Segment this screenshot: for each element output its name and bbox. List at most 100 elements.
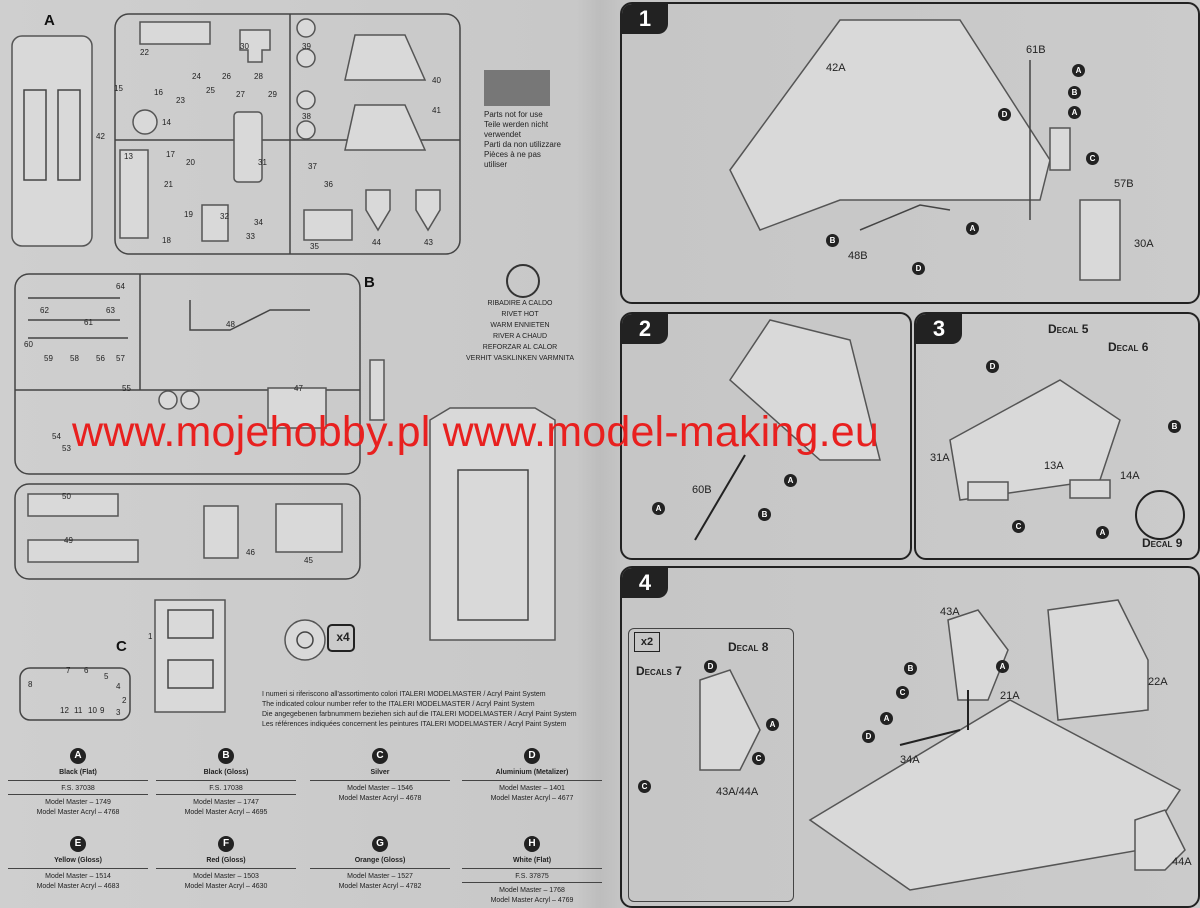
part-number: 64 — [116, 282, 125, 291]
part-number: 21 — [164, 180, 173, 189]
part-number: 48 — [226, 320, 235, 329]
part-number: 9 — [100, 706, 105, 715]
part-number: 7 — [66, 666, 71, 675]
step1-part: 57B — [1114, 178, 1134, 190]
paint-b: B Black (Gloss) F.S. 17038 Model Master … — [156, 748, 296, 818]
part-number: 14 — [162, 118, 171, 127]
part-number: 53 — [62, 444, 71, 453]
part-number: 50 — [62, 492, 71, 501]
step2-part: 60B — [692, 484, 712, 496]
paint-h: H White (Flat) F.S. 37875 Model Master –… — [462, 836, 602, 906]
part-number: 45 — [304, 556, 313, 565]
part-number: 58 — [70, 354, 79, 363]
callout: A — [880, 712, 893, 725]
part-number: 15 — [114, 84, 123, 93]
decal-9-label: Decal 9 — [1142, 536, 1183, 550]
decal-5-label: Decal 5 — [1048, 322, 1089, 336]
callout: A — [1096, 526, 1109, 539]
callout: A — [652, 502, 665, 515]
part-number: 4 — [116, 682, 121, 691]
not-for-use-swatch — [484, 70, 550, 106]
part-number: 3 — [116, 708, 121, 717]
part-number: 61 — [84, 318, 93, 327]
callout: B — [758, 508, 771, 521]
step-2-number: 2 — [622, 314, 668, 344]
callout: B — [1068, 86, 1081, 99]
callout: A — [966, 222, 979, 235]
paint-a: A Black (Flat) F.S. 37038 Model Master –… — [8, 748, 148, 818]
part-number: 43 — [424, 238, 433, 247]
sprue-letter-a: A — [44, 12, 55, 29]
step1-part: 42A — [826, 62, 846, 74]
callout: A — [1072, 64, 1085, 77]
callout: D — [998, 108, 1011, 121]
step4-part: 22A — [1148, 676, 1168, 688]
callout: C — [896, 686, 909, 699]
step3-part: 13A — [1044, 460, 1064, 472]
step-2-box: 2 — [620, 312, 912, 560]
part-number: 10 — [88, 706, 97, 715]
watermark-text: www.mojehobby.pl www.model-making.eu — [72, 408, 880, 456]
part-number: 30 — [240, 42, 249, 51]
sprue-letter-b: B — [364, 274, 375, 291]
step1-part: 48B — [848, 250, 868, 262]
step-4-number: 4 — [622, 568, 668, 598]
part-number: 41 — [432, 106, 441, 115]
step4-part: 34A — [900, 754, 920, 766]
step-3-box: 3 — [914, 312, 1200, 560]
part-number: 44 — [372, 238, 381, 247]
paint-system-note: I numeri si riferiscono all'assortimento… — [262, 691, 577, 728]
part-number: 24 — [192, 72, 201, 81]
part-number: 33 — [246, 232, 255, 241]
callout: D — [704, 660, 717, 673]
part-number: 29 — [268, 90, 277, 99]
part-number: 25 — [206, 86, 215, 95]
callout: D — [862, 730, 875, 743]
part-number: 39 — [302, 42, 311, 51]
callout: D — [986, 360, 999, 373]
step4-part: 44A — [1172, 856, 1192, 868]
tyre-quantity: x4 — [336, 630, 350, 644]
step1-part: 61B — [1026, 44, 1046, 56]
callout: A — [784, 474, 797, 487]
paint-f: F Red (Gloss) Model Master – 1503 Model … — [156, 836, 296, 892]
step-1-number: 1 — [622, 4, 668, 34]
part-number: 35 — [310, 242, 319, 251]
part-number: 6 — [84, 666, 89, 675]
part-number: 20 — [186, 158, 195, 167]
step-3-number: 3 — [916, 314, 962, 344]
part-number: 57 — [116, 354, 125, 363]
callout: A — [996, 660, 1009, 673]
sprue-letter-c: C — [116, 638, 127, 655]
part-number: 46 — [246, 548, 255, 557]
part-number: 63 — [106, 306, 115, 315]
part-number: 47 — [294, 384, 303, 393]
part-number: 1 — [148, 632, 153, 641]
part-number: 37 — [308, 162, 317, 171]
part-number: 34 — [254, 218, 263, 227]
seat-part-label: 43A/44A — [716, 786, 759, 798]
paint-c: C Silver Model Master – 1546 Model Maste… — [310, 748, 450, 804]
callout: C — [1086, 152, 1099, 165]
part-number: 8 — [28, 680, 33, 689]
part-number: 2 — [122, 696, 127, 705]
callout: C — [638, 780, 651, 793]
seat-detail-inset — [628, 628, 794, 902]
callout: C — [1012, 520, 1025, 533]
part-number: 62 — [40, 306, 49, 315]
part-number: 56 — [96, 354, 105, 363]
paint-d: D Aluminium (Metalizer) Model Master – 1… — [462, 748, 602, 804]
part-number: 60 — [24, 340, 33, 349]
rivet-hot-note: RIBADIRE A CALDO RIVET HOT WARM ENNIETEN… — [465, 300, 574, 362]
part-number: 59 — [44, 354, 53, 363]
part-number: 42 — [96, 132, 105, 141]
callout: B — [1168, 420, 1181, 433]
decal-7-label: Decals 7 — [636, 664, 682, 678]
paint-g: G Orange (Gloss) Model Master – 1527 Mod… — [310, 836, 450, 892]
part-number: 19 — [184, 210, 193, 219]
part-number: 36 — [324, 180, 333, 189]
callout: B — [826, 234, 839, 247]
callout: D — [912, 262, 925, 275]
part-number: 17 — [166, 150, 175, 159]
